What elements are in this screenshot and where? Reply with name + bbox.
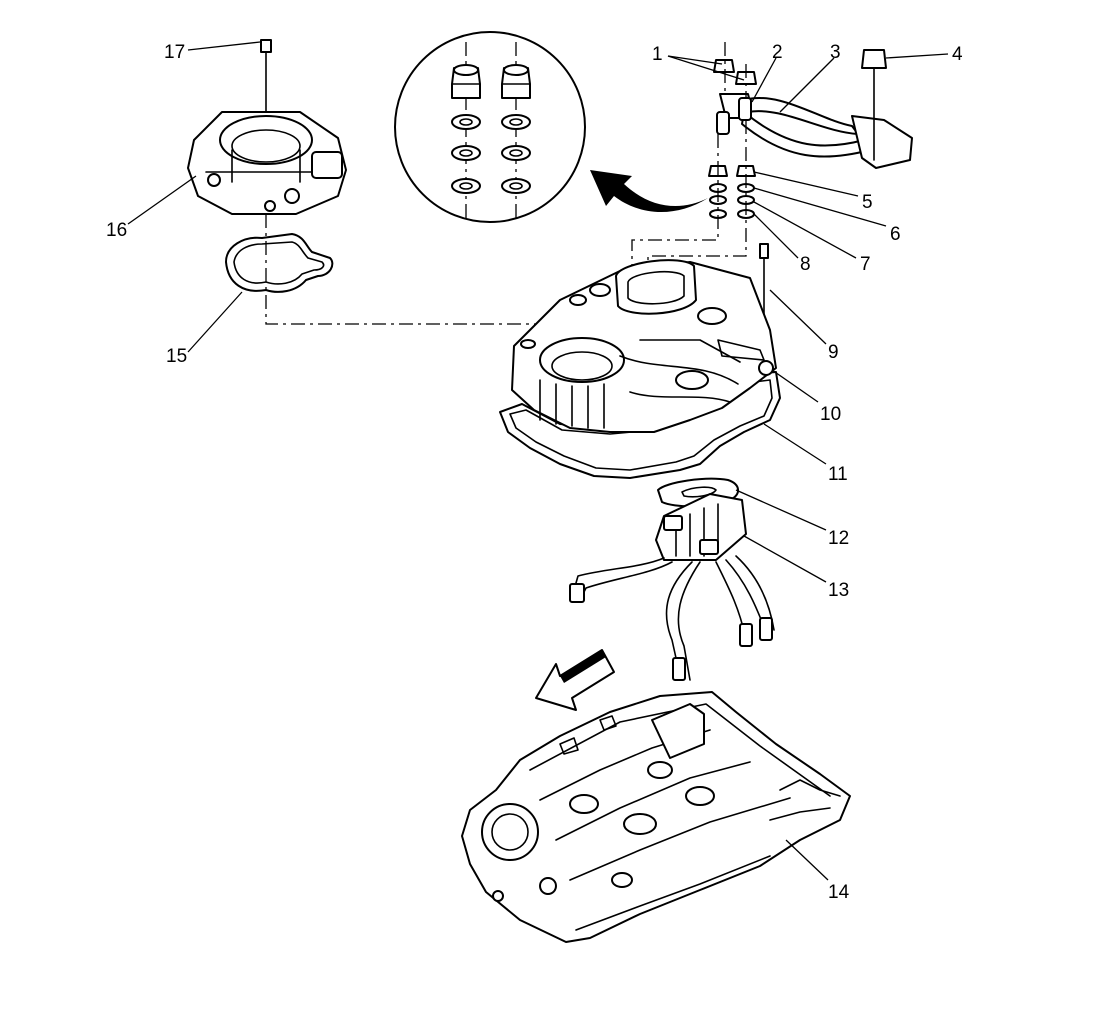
callout-8: 8 [800, 254, 811, 275]
callout-10: 10 [820, 404, 841, 425]
callout-1: 1 [652, 44, 663, 65]
detail-inset [394, 31, 586, 223]
callout-4: 4 [952, 44, 963, 65]
leader-lines [127, 41, 949, 881]
throttle-body [187, 39, 347, 215]
callout-12: 12 [828, 528, 849, 549]
throttle-body-gasket [225, 233, 334, 293]
upper-intake-plenum [511, 259, 777, 433]
callout-11: 11 [828, 464, 848, 485]
callout-3: 3 [830, 42, 841, 63]
callout-13: 13 [828, 580, 849, 601]
callout-9: 9 [828, 342, 839, 363]
callout-5: 5 [862, 192, 873, 213]
callout-16: 16 [106, 220, 127, 241]
lower-intake-manifold [461, 691, 851, 943]
fuel-injector-harness [569, 493, 775, 681]
callout-labels: 17 16 15 1 2 3 4 5 6 7 8 9 10 11 12 13 1… [106, 42, 963, 903]
callout-17: 17 [164, 42, 185, 63]
fuel-rail-washers [708, 165, 756, 219]
direction-arrow-icon [535, 649, 615, 711]
callout-2: 2 [772, 42, 783, 63]
fuel-pipe-assembly [713, 49, 913, 169]
callout-14: 14 [828, 882, 850, 903]
callout-6: 6 [890, 224, 901, 245]
detail-arrow-icon [590, 170, 708, 213]
callout-15: 15 [166, 346, 187, 367]
callout-7: 7 [860, 254, 871, 275]
